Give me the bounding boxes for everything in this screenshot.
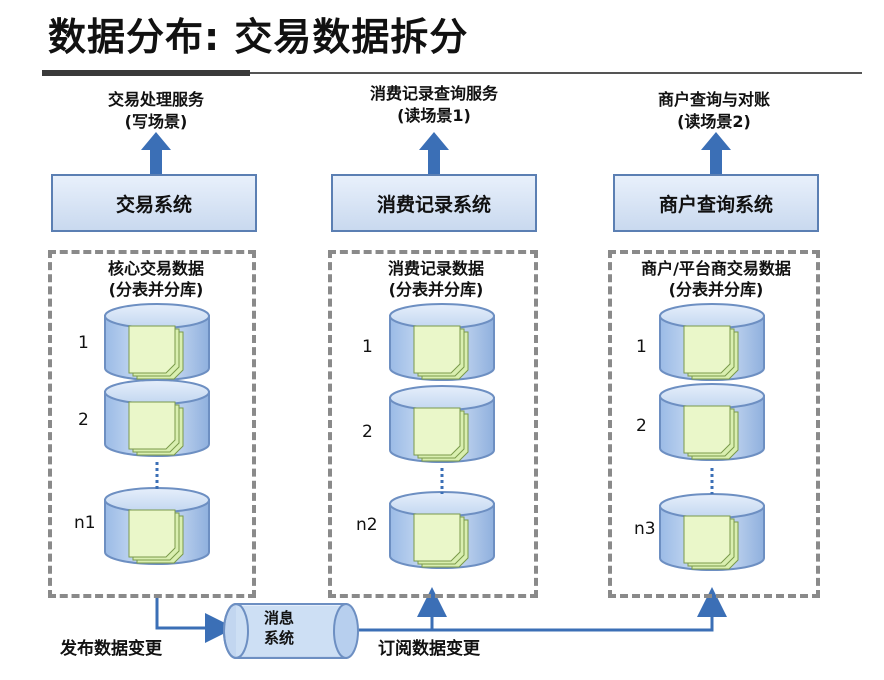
database-shard-cylinder: [104, 379, 210, 457]
service-label-trade: 交易处理服务 (写场景): [56, 89, 256, 133]
shard-label: n3: [634, 519, 656, 539]
service-label-line1: 消费记录查询服务: [369, 84, 498, 103]
title-underline-thick: [42, 70, 250, 76]
service-label-line2: (读场景2): [677, 112, 751, 131]
document-stack-icon: [128, 325, 184, 380]
shard-label: n1: [74, 513, 96, 533]
data-title-line2: (分表并分库): [388, 280, 484, 299]
service-label-line2: (写场景): [124, 112, 188, 131]
arrow-up-col3: [701, 132, 731, 174]
database-shard-cylinder: [659, 383, 765, 461]
publish-arrow: [155, 598, 235, 643]
publish-label: 发布数据变更: [60, 639, 162, 659]
message-system-label: 消息 系统: [244, 608, 314, 648]
database-shard-cylinder: [389, 491, 495, 569]
data-title-line1: 商户/平台商交易数据: [641, 259, 791, 278]
trade-data-title: 核心交易数据 (分表并分库): [46, 258, 266, 300]
shard-label: 1: [362, 337, 373, 357]
document-stack-icon: [128, 401, 184, 456]
document-stack-icon: [413, 407, 469, 462]
shard-label: 2: [362, 422, 373, 442]
document-stack-icon: [413, 513, 469, 568]
document-stack-icon: [683, 405, 739, 460]
merchant-system-box: 商户查询系统: [613, 174, 819, 232]
document-stack-icon: [413, 325, 469, 380]
subscribe-label: 订阅数据变更: [378, 639, 480, 659]
shard-label: 2: [636, 416, 647, 436]
service-label-consumption: 消费记录查询服务 (读场景1): [334, 83, 534, 127]
title-underline-thin: [250, 72, 862, 74]
database-shard-cylinder: [389, 385, 495, 463]
arrow-up-col1: [141, 132, 171, 174]
document-stack-icon: [683, 325, 739, 380]
trade-system-box: 交易系统: [51, 174, 257, 232]
trade-data-group: [48, 250, 256, 598]
service-label-line1: 交易处理服务: [107, 90, 204, 109]
consumption-system-box: 消费记录系统: [331, 174, 537, 232]
document-stack-icon: [128, 509, 184, 564]
data-title-line1: 消费记录数据: [387, 259, 484, 278]
shard-label: 1: [636, 337, 647, 357]
service-label-line2: (读场景1): [397, 106, 471, 125]
data-title-line2: (分表并分库): [108, 280, 204, 299]
shard-label: n2: [356, 515, 378, 535]
message-system-line2: 系统: [263, 629, 294, 647]
database-shard-cylinder: [659, 303, 765, 381]
database-shard-cylinder: [104, 487, 210, 565]
data-title-line2: (分表并分库): [668, 280, 764, 299]
subscribe-arrow-merchant: [356, 587, 727, 632]
database-shard-cylinder: [659, 493, 765, 571]
service-label-merchant: 商户查询与对账 (读场景2): [614, 89, 814, 133]
arrow-up-col2: [419, 132, 449, 174]
consumption-data-group: [328, 250, 538, 598]
data-title-line1: 核心交易数据: [107, 259, 204, 278]
page-title: 数据分布: 交易数据拆分: [48, 15, 469, 59]
merchant-data-group: [608, 250, 820, 598]
service-label-line1: 商户查询与对账: [657, 90, 770, 109]
consumption-data-title: 消费记录数据 (分表并分库): [326, 258, 546, 300]
merchant-data-title: 商户/平台商交易数据 (分表并分库): [606, 258, 826, 300]
message-system-cylinder: [223, 603, 359, 659]
database-shard-cylinder: [389, 303, 495, 381]
shard-label: 2: [78, 410, 89, 430]
document-stack-icon: [683, 515, 739, 570]
message-system-line1: 消息: [263, 609, 294, 627]
shard-label: 1: [78, 333, 89, 353]
